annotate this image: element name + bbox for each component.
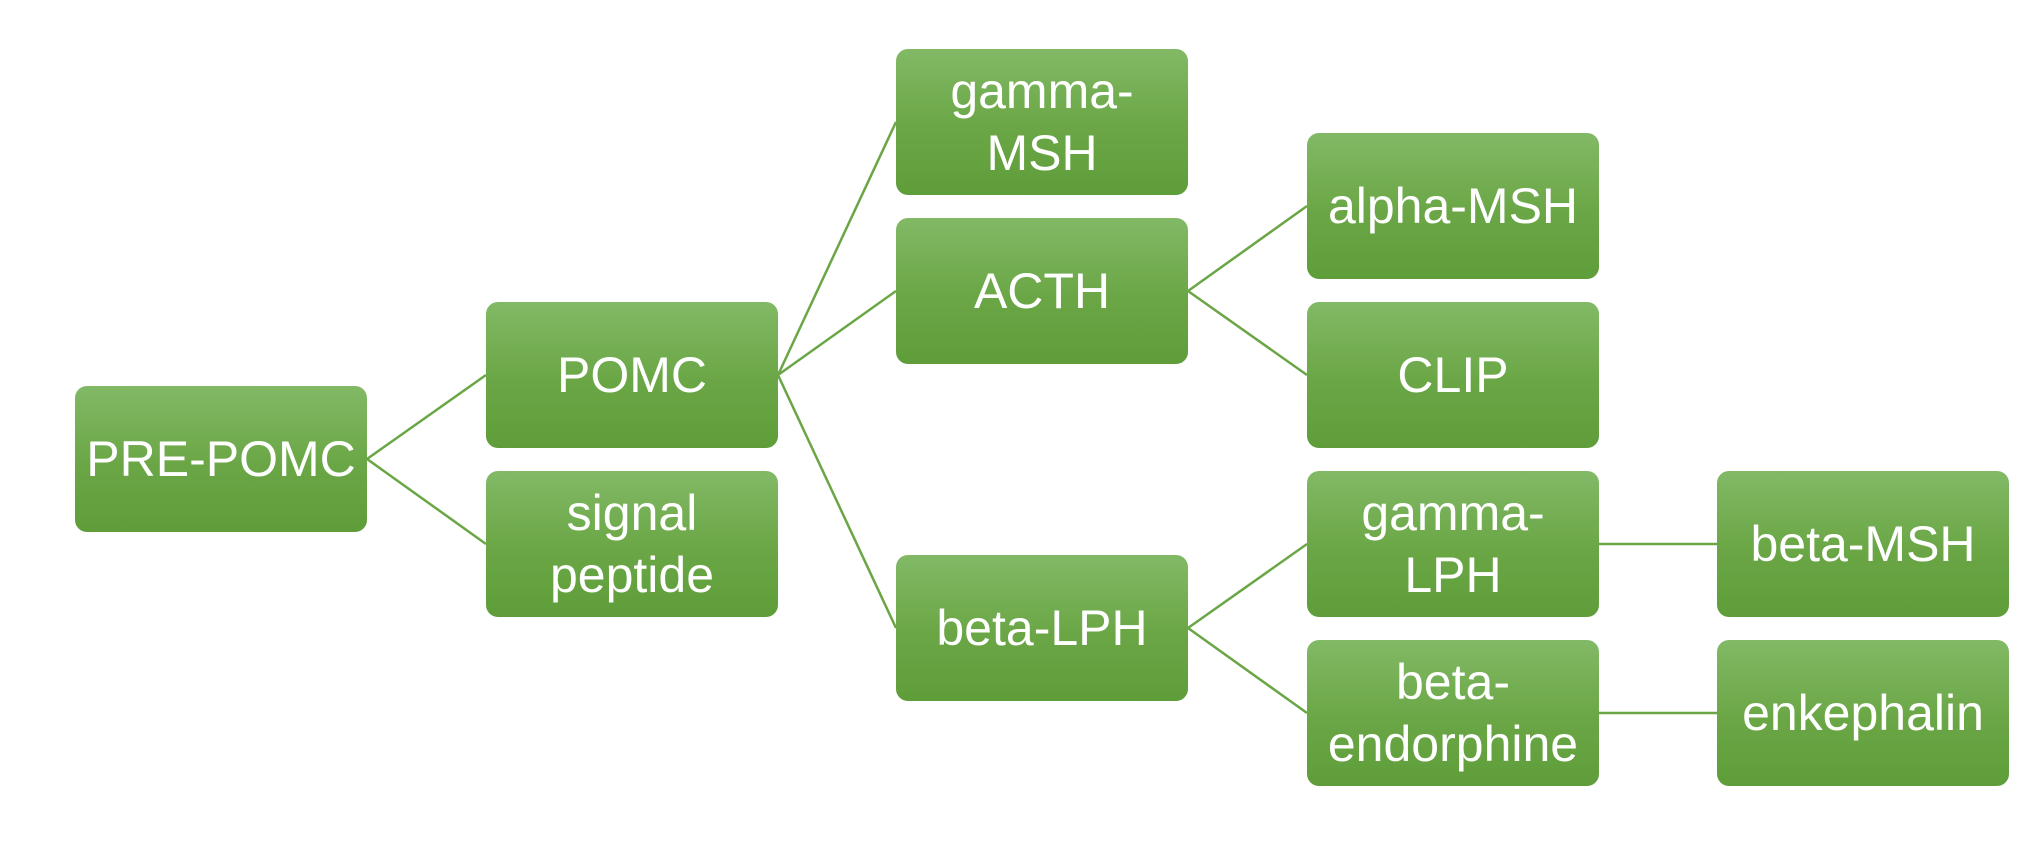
connector-acth-clip (1187, 289, 1308, 377)
node-beta-lph: beta-LPH (896, 555, 1188, 701)
node-beta-lph-label: beta-LPH (936, 600, 1148, 656)
node-acth: ACTH (896, 218, 1188, 364)
node-clip-label: CLIP (1397, 347, 1509, 403)
node-gamma-msh: gamma- MSH (896, 49, 1188, 195)
node-beta-msh-label: beta-MSH (1750, 516, 1976, 572)
connector-beta-lph-gamma-lph (1187, 542, 1308, 630)
node-signal-peptide-label: signal peptide (549, 485, 715, 603)
node-gamma-lph: gamma- LPH (1307, 471, 1599, 617)
node-pomc-label: POMC (557, 347, 707, 403)
connector-prepomc-pomc (366, 373, 487, 461)
node-acth-label: ACTH (973, 263, 1111, 319)
node-gamma-msh-label: gamma- MSH (950, 63, 1134, 181)
node-alpha-msh: alpha-MSH (1307, 133, 1599, 279)
connector-pomc-beta-lph (776, 374, 898, 629)
node-pre-pomc-label: PRE-POMC (86, 431, 356, 487)
node-beta-endorphine: beta- endorphine (1307, 640, 1599, 786)
connector-pomc-acth (777, 289, 897, 377)
node-beta-msh: beta-MSH (1717, 471, 2009, 617)
node-pomc: POMC (486, 302, 778, 448)
node-signal-peptide: signal peptide (486, 471, 778, 617)
node-alpha-msh-label: alpha-MSH (1327, 178, 1579, 234)
node-enkephalin: enkephalin (1717, 640, 2009, 786)
connector-pomc-gamma-msh (776, 121, 898, 376)
connector-acth-alpha-msh (1187, 204, 1308, 293)
node-gamma-lph-label: gamma- LPH (1361, 485, 1545, 603)
connector-beta-lph-beta-endorphine (1187, 626, 1308, 715)
node-beta-endorphine-label: beta- endorphine (1327, 654, 1579, 772)
node-clip: CLIP (1307, 302, 1599, 448)
node-enkephalin-label: enkephalin (1742, 685, 1984, 741)
connector-prepomc-signal-peptide (366, 457, 487, 546)
node-pre-pomc: PRE-POMC (75, 386, 367, 532)
